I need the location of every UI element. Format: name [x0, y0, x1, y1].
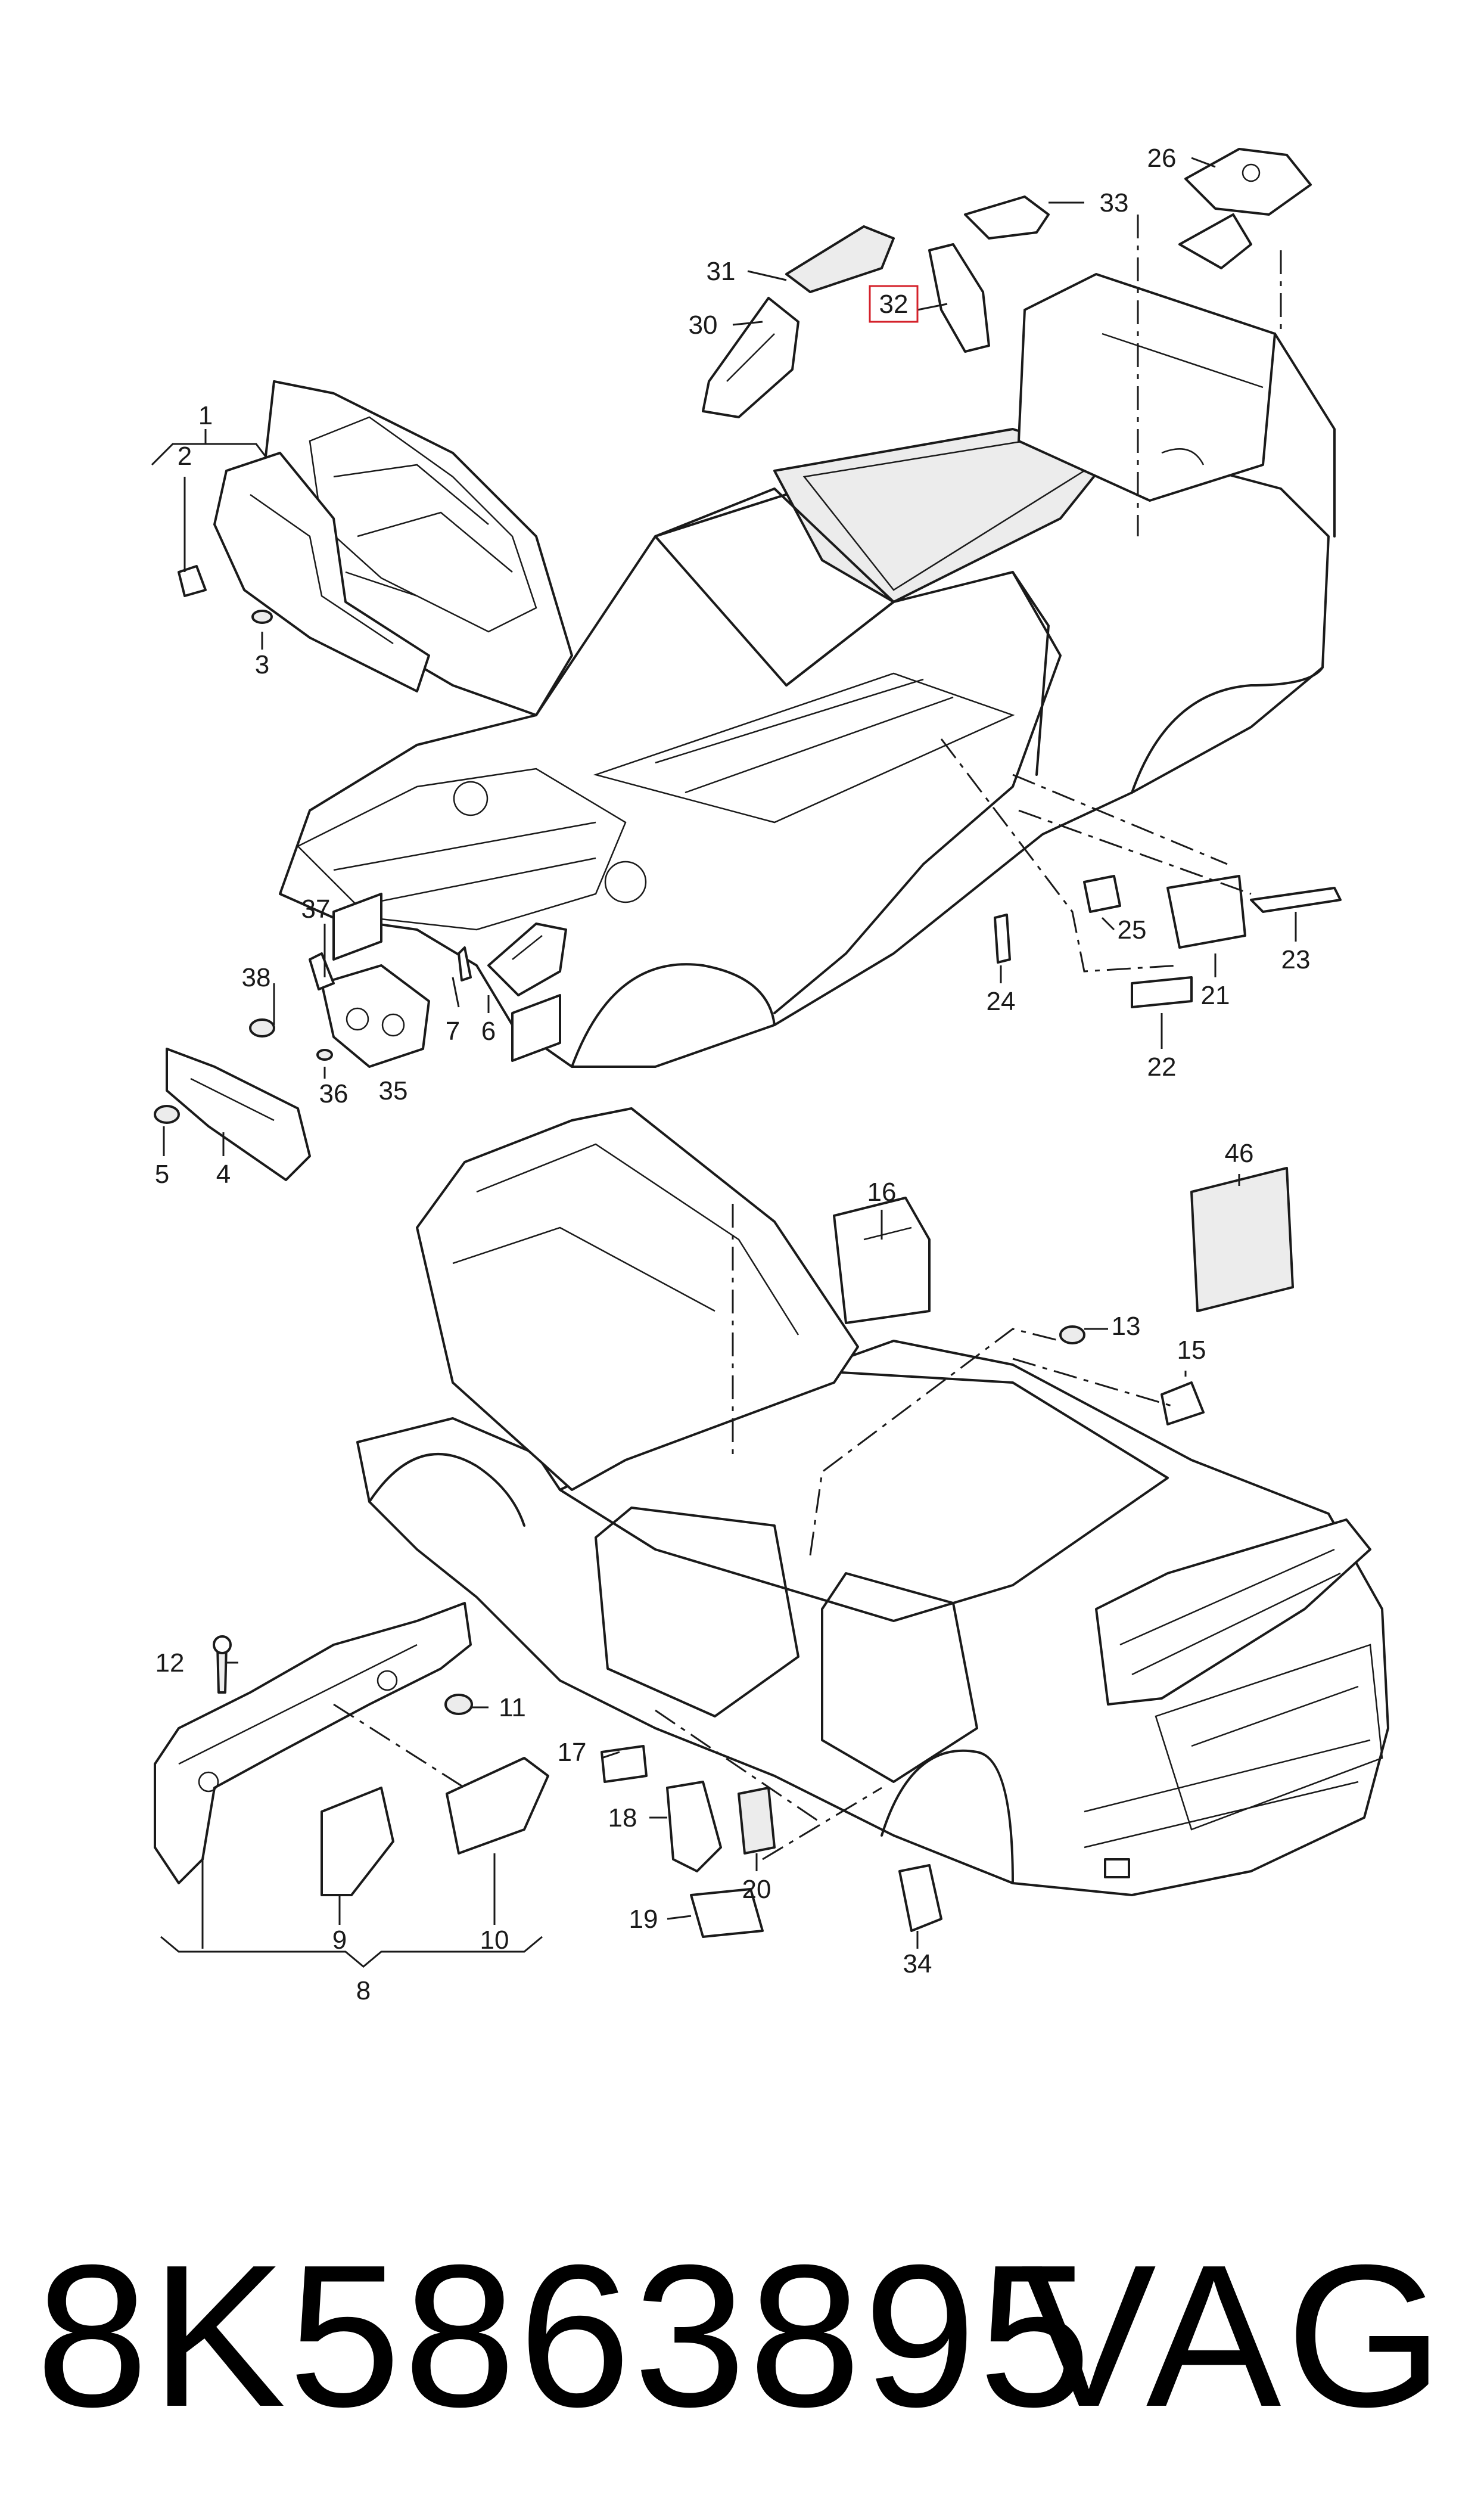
dash-guide-lower-5	[655, 1709, 823, 1825]
callout-labels: 1 2 3 4 5 6 7 8 9 10 11 12 13 15 16 17 1…	[155, 144, 1311, 2005]
callout-46: 46	[1225, 1139, 1254, 1168]
dash-guide-lower-4	[333, 1703, 465, 1789]
callout-6: 6	[481, 1017, 496, 1046]
callout-19: 19	[629, 1905, 658, 1934]
callout-10: 10	[480, 1925, 509, 1955]
callout-12: 12	[155, 1648, 185, 1678]
callout-32-highlight	[869, 285, 919, 323]
upper-left-parts	[154, 923, 567, 1181]
parts-diagram: 1 2 3 4 5 6 7 8 9 10 11 12 13 15 16 17 1…	[151, 144, 1389, 2005]
lower-hood	[416, 1107, 859, 1491]
upper-car-body	[279, 273, 1336, 1068]
dash-guide-lower-6	[762, 1787, 882, 1860]
callout-4: 4	[216, 1160, 231, 1189]
callout-8: 8	[356, 1976, 371, 2005]
callout-9: 9	[332, 1925, 347, 1955]
lower-car-body	[356, 1340, 1389, 1896]
callout-3: 3	[255, 650, 269, 679]
callout-26: 26	[1147, 144, 1177, 173]
callout-7: 7	[446, 1017, 460, 1046]
upper-right-parts	[702, 148, 1312, 418]
callout-16: 16	[867, 1178, 897, 1207]
callout-11: 11	[499, 1693, 526, 1722]
callout-37: 37	[301, 894, 331, 924]
lower-left-parts	[154, 1602, 549, 1896]
callout-33: 33	[1100, 188, 1129, 218]
callout-18: 18	[608, 1803, 637, 1832]
callout-15: 15	[1177, 1335, 1206, 1365]
callout-2-upper: 2	[178, 442, 192, 471]
callout-23: 23	[1281, 945, 1311, 974]
callout-1: 1	[198, 401, 213, 430]
upper-mid-parts	[994, 875, 1342, 1008]
callout-31: 31	[707, 257, 736, 286]
dash-guide-lower-2	[809, 1328, 1061, 1556]
callout-38: 38	[242, 963, 271, 992]
callout-24: 24	[987, 987, 1016, 1016]
dash-guide-upper-4	[1012, 774, 1228, 865]
callout-5: 5	[155, 1160, 169, 1189]
callout-21: 21	[1201, 981, 1230, 1010]
lower-mid-parts	[601, 1167, 1294, 1938]
callout-25: 25	[1118, 915, 1147, 945]
callout-34: 34	[903, 1949, 932, 1978]
upper-hood	[261, 380, 573, 716]
brand-name: VAG	[1021, 2223, 1448, 2449]
callout-17: 17	[558, 1738, 587, 1767]
dash-guide-lower-3	[1012, 1358, 1174, 1408]
dash-guide-upper-5	[1018, 809, 1252, 895]
callout-35: 35	[379, 1076, 408, 1105]
callout-20: 20	[742, 1875, 771, 1904]
leader-lines	[151, 157, 1297, 1968]
callout-30: 30	[689, 310, 718, 340]
part-number: 8K5863895	[36, 2223, 1094, 2449]
part-1-hood-insulation	[178, 452, 430, 692]
callout-13: 13	[1112, 1312, 1141, 1341]
footer: 8K5863895 VAG	[0, 2205, 1484, 2467]
callout-32: 32	[879, 290, 909, 319]
dash-guide-upper-3	[940, 738, 1180, 973]
callout-22: 22	[1147, 1052, 1177, 1082]
callout-36: 36	[319, 1079, 349, 1108]
